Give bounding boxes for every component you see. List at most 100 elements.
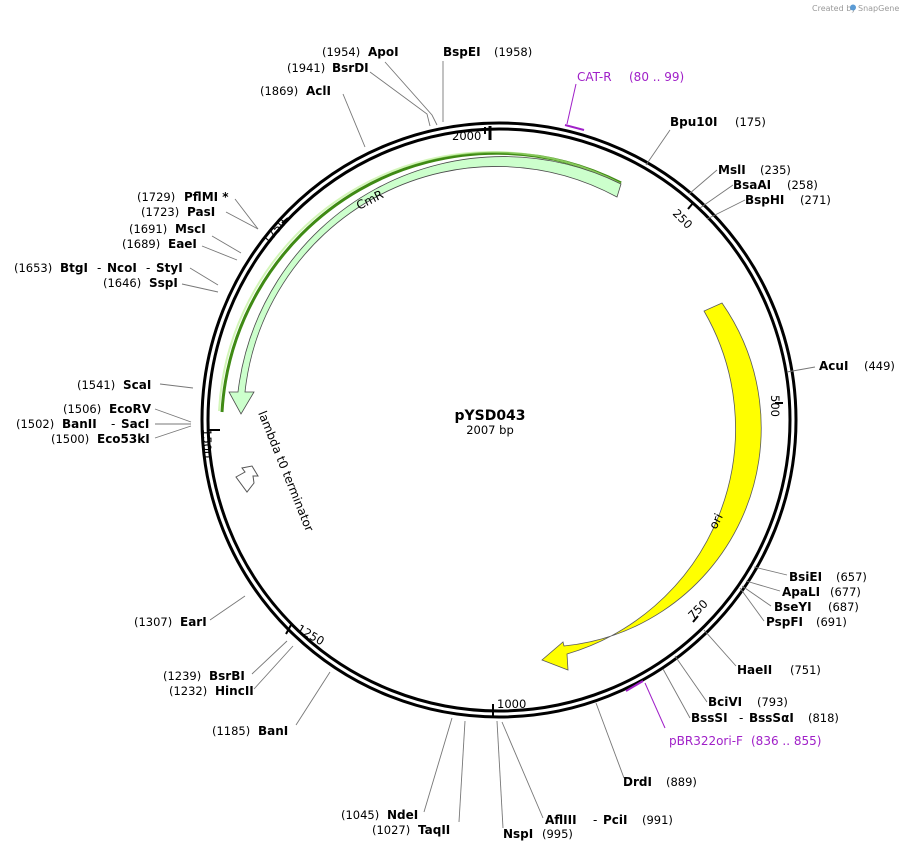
site-hincii-name: HincII — [215, 684, 254, 698]
site-msci-pos: (1691) — [129, 222, 167, 236]
site-scai-pos: (1541) — [77, 378, 115, 392]
site-bseyi-name: BseYI — [774, 600, 812, 614]
site-bseyi-pos: (687) — [828, 600, 859, 614]
site-apoi[interactable]: (1954) ApoI — [322, 45, 399, 59]
site-bsssi[interactable]: BssSI - BssSαI (818) — [691, 711, 839, 725]
site-bsiei[interactable]: BsiEI (657) — [789, 570, 867, 584]
primer-cat-r-range: (80 .. 99) — [629, 70, 684, 84]
ori-feature-arrow[interactable] — [541, 302, 762, 671]
site-ndei-pos: (1045) — [341, 808, 379, 822]
site-bsrdi-name: BsrDI — [332, 61, 369, 75]
site-msli-pos: (235) — [760, 163, 791, 177]
site-bpu10i-pos: (175) — [735, 115, 766, 129]
tick-mark-1250 — [285, 624, 292, 635]
tick-mark-750 — [692, 615, 699, 623]
site-ndei[interactable]: (1045) NdeI — [341, 808, 418, 822]
site-pasi-pos: (1723) — [141, 205, 179, 219]
site-eari-pos: (1307) — [134, 615, 172, 629]
site-sspi[interactable]: (1646) SspI — [103, 276, 178, 290]
site-leader-lines — [154, 61, 816, 829]
site-acli-name: AclI — [306, 84, 331, 98]
site-pasi[interactable]: (1723) PasI — [141, 205, 215, 219]
site-taqii-pos: (1027) — [372, 823, 410, 837]
site-eaei[interactable]: (1689) EaeI — [122, 237, 197, 251]
site-pflmi[interactable]: (1729) PflMI * — [137, 190, 229, 204]
site-msli[interactable]: MslI (235) — [718, 163, 791, 177]
svg-text:-: - — [146, 261, 150, 275]
site-bsssi-pos: (818) — [808, 711, 839, 725]
site-bcivi-pos: (793) — [757, 695, 788, 709]
site-btgi-pos: (1653) — [14, 261, 52, 275]
site-nspi[interactable]: NspI (995) — [503, 827, 573, 841]
primer-pbr322ori-f[interactable]: pBR322ori-F (836 .. 855) — [625, 680, 821, 748]
site-taqii-name: TaqII — [418, 823, 450, 837]
site-ncoi-name: NcoI — [107, 261, 137, 275]
site-pspfi-pos: (691) — [816, 615, 847, 629]
site-banii-saci[interactable]: (1502) BanII - SacI — [16, 417, 149, 431]
svg-text:-: - — [593, 813, 597, 827]
site-scai[interactable]: (1541) ScaI — [77, 378, 151, 392]
svg-text:-: - — [739, 711, 743, 725]
site-pspfi-name: PspFI — [766, 615, 803, 629]
site-bsssi-name: BssSI — [691, 711, 728, 725]
site-saci-name: SacI — [121, 417, 149, 431]
site-sspi-name: SspI — [149, 276, 178, 290]
site-acui[interactable]: AcuI (449) — [819, 359, 895, 373]
site-bpu10i[interactable]: Bpu10I (175) — [670, 115, 766, 129]
site-drdi[interactable]: DrdI (889) — [623, 775, 697, 789]
site-afliii-pcii[interactable]: AflIII - PciI (991) — [545, 813, 673, 827]
site-bani-name: BanI — [258, 724, 288, 738]
site-bpu10i-name: Bpu10I — [670, 115, 717, 129]
site-bsrbi[interactable]: (1239) BsrBI — [163, 669, 245, 683]
site-acli[interactable]: (1869) AclI — [260, 84, 331, 98]
site-bani[interactable]: (1185) BanI — [212, 724, 288, 738]
site-acui-pos: (449) — [864, 359, 895, 373]
site-hincii-pos: (1232) — [169, 684, 207, 698]
site-bsrdi[interactable]: (1941) BsrDI — [287, 61, 369, 75]
site-bcivi[interactable]: BciVI (793) — [708, 695, 788, 709]
site-afliii-name: AflIII — [545, 813, 577, 827]
primer-pbr322ori-f-range: (836 .. 855) — [751, 734, 821, 748]
site-pflmi-name: PflMI * — [184, 190, 229, 204]
primer-pbr322ori-f-leader — [644, 682, 666, 729]
site-bspei[interactable]: BspEI (1958) — [443, 45, 532, 59]
primer-cat-r[interactable]: CAT-R (80 .. 99) — [564, 70, 684, 131]
site-hincii[interactable]: (1232) HincII — [169, 684, 254, 698]
site-eaei-name: EaeI — [168, 237, 197, 251]
site-eari[interactable]: (1307) EarI — [134, 615, 207, 629]
site-bsphi-name: BspHI — [745, 193, 784, 207]
site-haeii-pos: (751) — [790, 663, 821, 677]
site-msci[interactable]: (1691) MscI — [129, 222, 206, 236]
site-bsssai-name: BssSαI — [749, 711, 794, 725]
site-bsiei-name: BsiEI — [789, 570, 822, 584]
site-bsaai[interactable]: BsaAI (258) — [733, 178, 818, 192]
plasmid-length: 2007 bp — [466, 423, 514, 437]
site-bsrdi-pos: (1941) — [287, 61, 325, 75]
site-ecorv[interactable]: (1506) EcoRV — [63, 402, 152, 416]
site-eco53ki[interactable]: (1500) Eco53kI — [51, 432, 150, 446]
site-taqii[interactable]: (1027) TaqII — [372, 823, 450, 837]
terminator-icon[interactable] — [235, 465, 259, 493]
site-eaei-pos: (1689) — [122, 237, 160, 251]
site-btgi-ncoi-styi[interactable]: (1653) BtgI - NcoI - StyI — [14, 261, 183, 275]
svg-text:-: - — [111, 417, 115, 431]
primer-cat-r-bar — [564, 124, 585, 131]
credit-created-by: Created by — [812, 4, 856, 13]
site-apali-name: ApaLI — [782, 585, 820, 599]
tick-mark-1750 — [281, 217, 289, 224]
tick-label-750: 750 — [685, 597, 710, 622]
site-apoi-pos: (1954) — [322, 45, 360, 59]
site-bseyi[interactable]: BseYI (687) — [774, 600, 859, 614]
credit-brand: SnapGene — [858, 4, 899, 13]
site-apali[interactable]: ApaLI (677) — [782, 585, 861, 599]
backbone-inner-strand — [206, 127, 792, 713]
site-banii-name: BanII — [62, 417, 97, 431]
primer-cat-r-leader — [566, 83, 577, 125]
site-bspei-name: BspEI — [443, 45, 481, 59]
site-pspfi[interactable]: PspFI (691) — [766, 615, 847, 629]
site-bsphi[interactable]: BspHI (271) — [745, 193, 831, 207]
site-drdi-name: DrdI — [623, 775, 652, 789]
cmr-feature-arrow[interactable] — [228, 156, 622, 415]
site-haeii[interactable]: HaeII (751) — [737, 663, 821, 677]
